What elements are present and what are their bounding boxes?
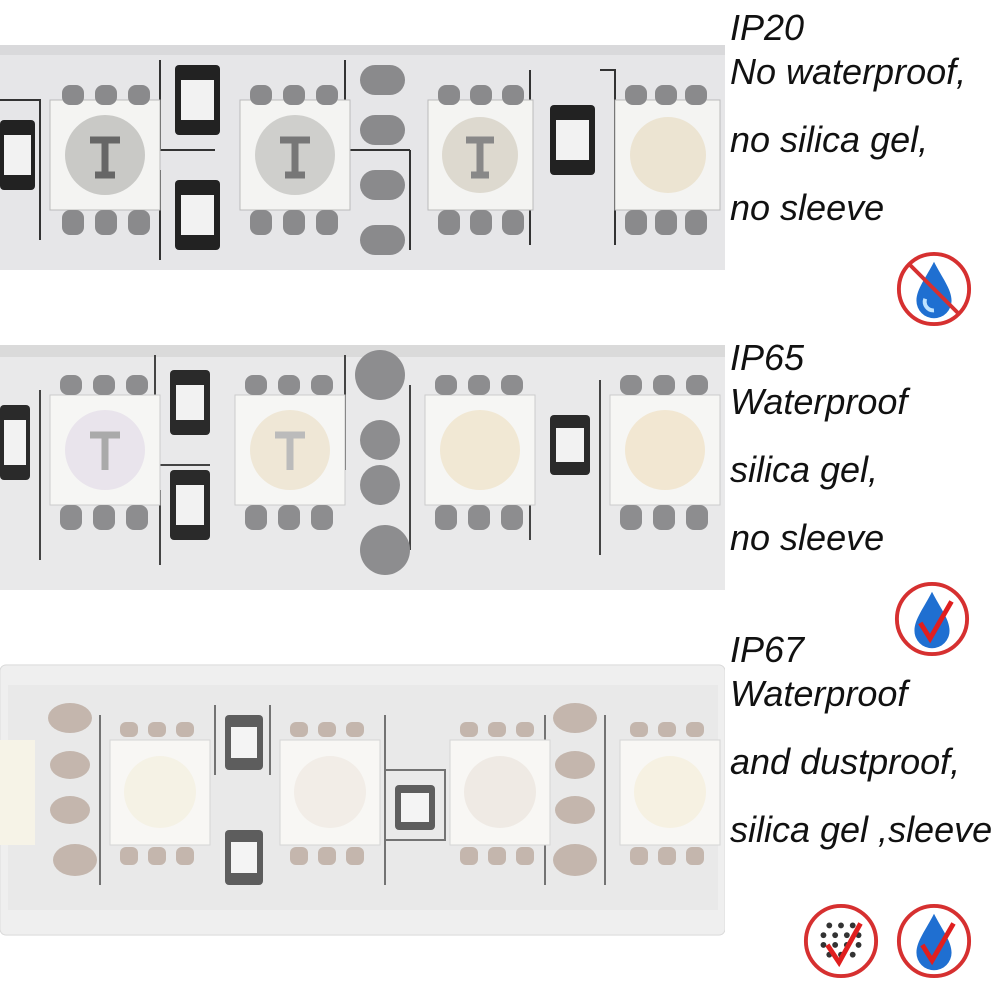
- waterproof-check-icon: [896, 903, 972, 979]
- description-line: no sleeve: [730, 187, 885, 228]
- rating-ip67: IP67: [730, 629, 805, 670]
- rating-ip65: IP65: [730, 337, 805, 378]
- description-line: silica gel ,sleeve: [730, 809, 993, 850]
- led-strip-photo-ip20: [0, 0, 725, 330]
- description-line: and dustproof,: [730, 741, 961, 782]
- text-block-ip67: IP67 Waterproof and dustproof, silica ge…: [730, 630, 992, 850]
- text-block-ip20: IP20 No waterproof, no silica gel, no sl…: [730, 8, 966, 228]
- section-ip65: IP65 Waterproof silica gel, no sleeve: [0, 330, 1000, 660]
- led-strip-photo-ip67: [0, 660, 725, 940]
- description-line: Waterproof: [730, 381, 908, 422]
- description-line: no sleeve: [730, 517, 885, 558]
- led-strip-photo-ip65: [0, 330, 725, 660]
- dustproof-check-icon: [803, 903, 879, 979]
- no-water-icon: [896, 251, 972, 327]
- section-ip67: IP67 Waterproof and dustproof, silica ge…: [0, 630, 1000, 1000]
- description-line: Waterproof: [730, 673, 908, 714]
- waterproof-check-icon: [894, 581, 970, 657]
- description-line: No waterproof,: [730, 51, 967, 92]
- rating-ip20: IP20: [730, 7, 805, 48]
- description-line: no silica gel,: [730, 119, 929, 160]
- section-ip20: IP20 No waterproof, no silica gel, no sl…: [0, 0, 1000, 330]
- description-line: silica gel,: [730, 449, 879, 490]
- text-block-ip65: IP65 Waterproof silica gel, no sleeve: [730, 338, 907, 558]
